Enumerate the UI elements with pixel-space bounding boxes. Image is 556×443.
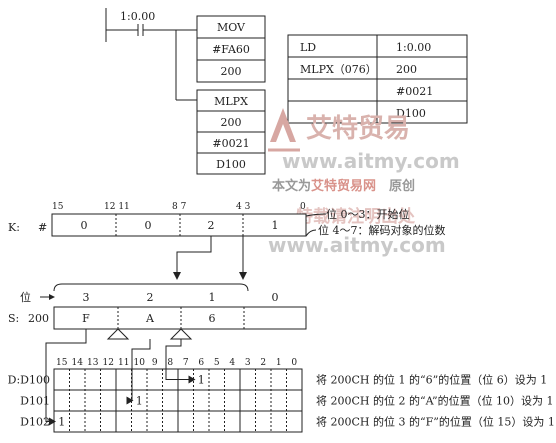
- d-set-bit: 1: [58, 416, 65, 429]
- ladder-rung: 1:0.00 MOV #FA60 200 MLPX 200 #0021 D100: [105, 8, 266, 175]
- s-channel: 200: [28, 312, 49, 325]
- s-label: S:: [8, 312, 19, 325]
- mnemonic-row-1-operand: 1:0.00: [396, 41, 431, 54]
- mnemonic-row-3-operand: #0021: [396, 85, 433, 98]
- d-arrow: [45, 329, 87, 422]
- watermark-url-2: www.aitmy.com: [268, 233, 446, 257]
- k-bit-4-3: 4 3: [236, 202, 251, 212]
- d-bit-label: 9: [152, 358, 158, 368]
- k-note-start-bit: 位 0～3：开始位: [326, 207, 410, 221]
- watermark: 艾特贸易 www.aitmy.com 本文为 艾特贸易网 原创 特载请注明出处 …: [268, 108, 460, 257]
- k-note-decode-width: 位 4～7：解码对象的位数: [318, 223, 446, 237]
- mlpx-arg-d: D100: [216, 158, 246, 171]
- k-note1-leader: [305, 213, 327, 217]
- s-brace: [53, 283, 249, 292]
- s-register: 位 3 2 1 0 S: 200 F A 6: [8, 283, 307, 340]
- k-to-s-arrow-a: [176, 236, 212, 276]
- d-bit-label: 0: [291, 358, 297, 368]
- watermark-line-a: 本文为: [272, 178, 311, 194]
- s-position-0: 0: [272, 291, 279, 304]
- d-bit-label: 15: [56, 358, 68, 368]
- k-register: K: # 15 12 11 8 7 4 3 0 0 0 2 1 位 0～3：开始…: [8, 202, 446, 280]
- d-bit-label: 1: [276, 358, 282, 368]
- mnemonic-table: LD 1:0.00 MLPX（076） 200 #0021 D100: [287, 34, 468, 124]
- watermark-line-d: 特载请注明出处: [296, 206, 416, 227]
- k-bit-0: 0: [300, 202, 306, 212]
- mlpx-block: MLPX 200 #0021 D100: [196, 89, 266, 175]
- mov-op: MOV: [217, 21, 246, 34]
- d-bit-label: 3: [245, 358, 251, 368]
- mnemonic-row-2-instr: MLPX（076）: [300, 63, 377, 76]
- d-row-label: D101: [20, 395, 50, 408]
- d-bit-label: 5: [214, 358, 220, 368]
- k-bit-15: 15: [52, 202, 64, 212]
- d-bit-label: 6: [198, 358, 204, 368]
- k-digit-1: 2: [208, 219, 215, 232]
- s-position-2: 2: [147, 291, 154, 304]
- d-arrowhead: [49, 417, 56, 426]
- mov-block: MOV #FA60 200: [196, 15, 266, 83]
- k-label: K:: [8, 221, 20, 234]
- k-bit-8-7: 8 7: [172, 202, 187, 212]
- d-bit-label: 14: [72, 358, 84, 368]
- mnemonic-row-1-instr: LD: [300, 41, 316, 54]
- s-digit-2-pointer: [106, 328, 130, 340]
- s-position-1: 1: [209, 291, 216, 304]
- d-grid: [53, 368, 303, 433]
- s-digit-2: A: [145, 312, 155, 325]
- k-digit-2: 0: [145, 219, 152, 232]
- d-bit-label: 7: [183, 358, 189, 368]
- d-arrowhead: [188, 375, 196, 384]
- mnemonic-row-2-operand: 200: [396, 63, 417, 76]
- mov-arg-source: #FA60: [212, 43, 250, 56]
- s-digit-1-pointer: [169, 328, 193, 340]
- watermark-brand: 艾特贸易: [306, 113, 410, 144]
- s-digit-3: F: [82, 312, 90, 325]
- mov-arg-dest: 200: [221, 65, 242, 78]
- d-bit-label: 13: [87, 358, 99, 368]
- k-hash: #: [38, 221, 47, 234]
- watermark-url: www.aitmy.com: [282, 149, 460, 173]
- d-bit-label: 11: [118, 358, 129, 368]
- d-arrow: [165, 339, 190, 380]
- d-set-bit: 1: [136, 395, 143, 408]
- d-bit-label: 2: [260, 358, 266, 368]
- d-bit-label: 8: [167, 358, 173, 368]
- d-row-descriptions: 将 200CH 的位 1 的“6”的位置（位 6）设为 1 将 200CH 的位 …: [316, 373, 555, 429]
- s-digit-1: 6: [209, 312, 216, 325]
- s-position-3: 3: [83, 291, 90, 304]
- d-arrows: [45, 329, 196, 426]
- d-bit-label: 12: [103, 358, 114, 368]
- d-bit-label: 10: [134, 358, 146, 368]
- d-bit-label: 4: [229, 358, 235, 368]
- watermark-line-b: 艾特贸易网: [311, 178, 376, 194]
- mnemonic-row-4-operand: D100: [396, 107, 426, 120]
- mlpx-arg-s: 200: [221, 116, 242, 129]
- d-row-description: 将 200CH 的位 3 的“F”的位置（位 15）设为 1: [316, 415, 555, 429]
- mlpx-arg-k: #0021: [212, 137, 249, 150]
- contact-label: 1:0.00: [120, 10, 155, 23]
- k-digit-3: 0: [81, 219, 88, 232]
- d-row-description: 将 200CH 的位 2 的“A”的位置（位 10）设为 1: [316, 394, 554, 408]
- d-row-description: 将 200CH 的位 1 的“6”的位置（位 6）设为 1: [316, 373, 547, 387]
- d-set-bits: 1 1 1: [58, 374, 205, 429]
- watermark-line-c: 原创: [389, 178, 415, 194]
- mlpx-op: MLPX: [214, 95, 248, 108]
- d-row-label: D102: [20, 416, 50, 429]
- k-bit-12-11: 12 11: [104, 202, 130, 212]
- d-row-label: D:D100: [8, 374, 50, 387]
- watermark-logo: [268, 108, 300, 152]
- k-note2-leader: [305, 229, 317, 237]
- s-position-label: 位: [20, 290, 31, 304]
- d-set-bit: 1: [198, 374, 205, 387]
- k-digit-0: 1: [272, 219, 279, 232]
- d-arrowhead: [126, 396, 134, 405]
